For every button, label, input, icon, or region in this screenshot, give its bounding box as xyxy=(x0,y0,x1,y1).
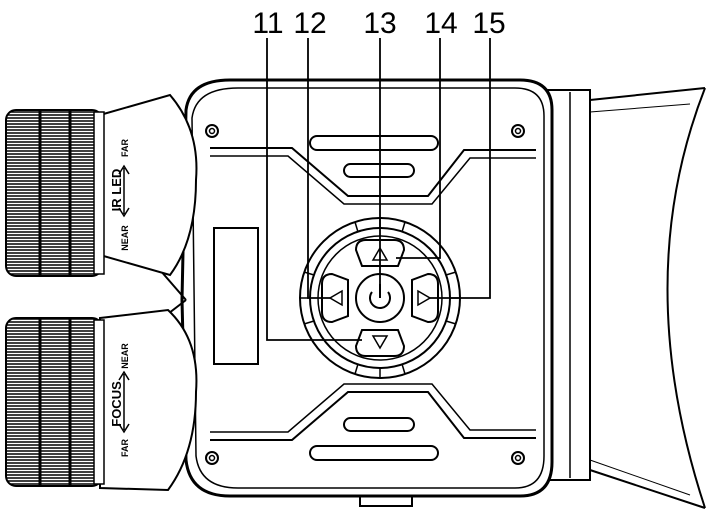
leader-15 xyxy=(430,38,491,299)
ir-led-near: NEAR xyxy=(120,225,130,251)
ir-led-title: IR LED xyxy=(109,169,124,212)
top-grip-panel xyxy=(210,135,536,205)
callout-15: 15 xyxy=(472,7,505,40)
callout-13: 13 xyxy=(363,7,396,40)
focus-knob-cap xyxy=(93,319,105,485)
focus-label: FOCUS xyxy=(109,381,124,427)
leader-14 xyxy=(396,38,441,259)
ir-led-arrow-icon xyxy=(118,164,130,218)
focus-dial[interactable]: FOCUS NEAR FAR xyxy=(5,308,198,492)
ir-led-label: IR LED xyxy=(109,169,124,212)
focus-near: NEAR xyxy=(120,343,130,369)
callout-14: 14 xyxy=(424,7,457,40)
focus-title: FOCUS xyxy=(109,381,124,427)
down-button[interactable] xyxy=(354,329,406,357)
svg-text:FAR: FAR xyxy=(120,138,130,157)
left-arrow-icon xyxy=(328,289,343,307)
focus-arrow-icon xyxy=(118,370,130,434)
callout-11: 11 xyxy=(252,7,283,40)
svg-text:NEAR: NEAR xyxy=(120,225,130,251)
right-arrow-icon xyxy=(417,289,432,307)
leader-12 xyxy=(307,38,330,299)
ir-led-knob-cap xyxy=(93,111,105,275)
down-arrow-icon xyxy=(371,335,389,350)
ir-led-far: FAR xyxy=(120,138,130,157)
svg-text:FAR: FAR xyxy=(120,438,130,457)
left-button[interactable] xyxy=(321,272,349,324)
display-window xyxy=(213,227,259,365)
eyecup xyxy=(547,87,706,509)
right-button[interactable] xyxy=(411,272,439,324)
bottom-grip-panel xyxy=(210,383,536,461)
leader-11 xyxy=(266,38,362,341)
svg-text:NEAR: NEAR xyxy=(120,343,130,369)
callout-leader-lines xyxy=(266,38,491,341)
ir-led-dial[interactable]: IR LED FAR NEAR xyxy=(5,93,198,277)
callout-12: 12 xyxy=(293,7,326,40)
callout-labels: 11 12 13 14 15 xyxy=(252,7,505,40)
screws xyxy=(205,124,525,465)
focus-far: FAR xyxy=(120,438,130,457)
